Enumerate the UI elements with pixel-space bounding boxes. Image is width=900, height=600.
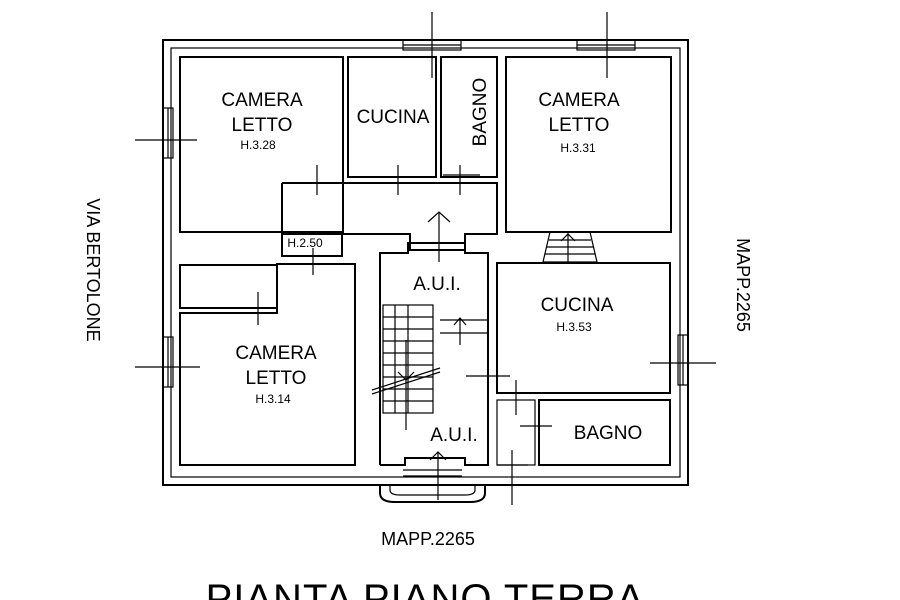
kitchen-right-height: H.3.53 xyxy=(556,320,592,334)
bedroom-top-right-label-1: CAMERA xyxy=(538,90,620,111)
plan-title: PIANTA PIANO TERRA xyxy=(206,577,645,600)
street-label: VIA BERTOLONE xyxy=(83,198,103,341)
bath-top-label: BAGNO xyxy=(470,78,491,147)
bath-top-outline xyxy=(440,56,498,178)
bedroom-top-left-outline xyxy=(179,56,344,233)
bedroom-top-right-label-2: LETTO xyxy=(549,115,610,136)
parcel-right-label: MAPP.2265 xyxy=(733,238,753,332)
entrance-bay xyxy=(379,469,486,503)
room-outlines xyxy=(179,56,672,466)
aui-lower-label: A.U.I. xyxy=(430,425,478,446)
axis-marks xyxy=(135,12,716,505)
small-room-outline xyxy=(281,233,343,257)
aui-upper-label: A.U.I. xyxy=(413,274,461,295)
kitchen-top-outline xyxy=(347,56,437,178)
kitchen-right-label: CUCINA xyxy=(541,295,614,316)
bedroom-bottom-left-label-2: LETTO xyxy=(246,368,307,389)
bath-bottom-right-label: BAGNO xyxy=(574,423,643,444)
closet-outline xyxy=(179,264,278,309)
kitchen-right-outline xyxy=(496,262,671,394)
entry-steps xyxy=(542,231,598,263)
bedroom-top-right-height: H.3.31 xyxy=(560,141,596,155)
bedroom-bottom-left-outline xyxy=(179,263,356,466)
bedroom-bottom-left-height: H.3.14 xyxy=(255,392,291,406)
bedroom-top-left-label-1: CAMERA xyxy=(221,90,303,111)
kitchen-top-label: CUCINA xyxy=(357,107,430,128)
bedroom-bottom-left-label-1: CAMERA xyxy=(235,343,317,364)
small-room-height: H.2.50 xyxy=(287,236,323,250)
parcel-bottom-label: MAPP.2265 xyxy=(381,529,475,549)
bedroom-top-left-label-2: LETTO xyxy=(232,115,293,136)
bath-bottom-right-outline xyxy=(538,399,671,466)
bedroom-top-left-height: H.3.28 xyxy=(240,138,276,152)
aui-block-outline xyxy=(379,242,489,466)
staircase xyxy=(371,304,441,430)
